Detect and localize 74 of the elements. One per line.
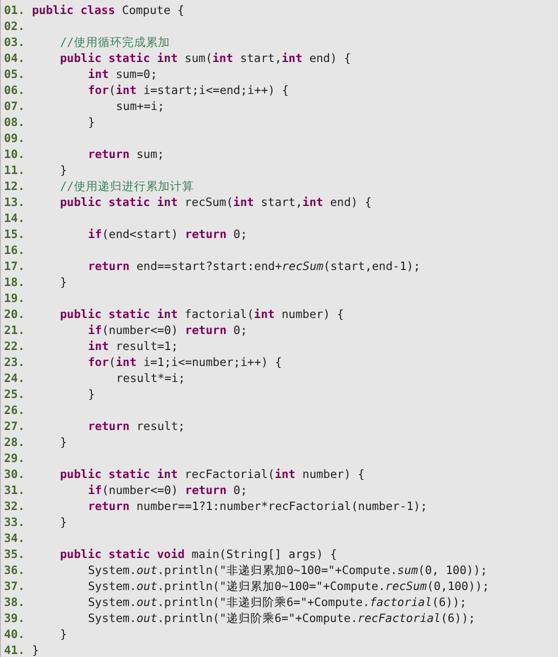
line-number: 09. <box>4 130 26 146</box>
line-number: 11. <box>4 162 26 178</box>
line-number: 08. <box>4 114 26 130</box>
code-line: public static int recSum(int start,int end) { <box>60 195 372 209</box>
line-number: 16. <box>4 242 26 258</box>
line-number: 10. <box>4 146 26 162</box>
line-number: 17. <box>4 258 26 274</box>
line-number: 13. <box>4 194 26 210</box>
code-line: public static int factorial(int number) { <box>60 307 344 321</box>
code-line: } <box>60 163 67 177</box>
code-line: } <box>32 643 39 657</box>
line-number: 39. <box>4 610 26 626</box>
code-line: System.out.println("递归阶乘6="+Compute.recFactorial(6)); <box>88 611 476 625</box>
line-number: 21. <box>4 322 26 338</box>
line-number: 28. <box>4 434 26 450</box>
line-number: 27. <box>4 418 26 434</box>
code-line: public static int recFactorial(int number) { <box>60 467 365 481</box>
code-comment: //使用递归进行累加计算 <box>60 179 194 193</box>
line-number: 04. <box>4 50 26 66</box>
code-line: int sum=0; <box>88 67 158 81</box>
line-number: 36. <box>4 562 26 578</box>
line-number: 38. <box>4 594 26 610</box>
line-number: 15. <box>4 226 26 242</box>
line-number: 34. <box>4 530 26 546</box>
code-line: for(int i=start;i<=end;i++) { <box>88 83 289 97</box>
code-line: System.out.println("递归累加0~100="+Compute.recSum(0,100)); <box>88 579 490 593</box>
code-line: } <box>60 515 67 529</box>
line-number: 31. <box>4 482 26 498</box>
code-line: } <box>88 115 95 129</box>
code-line: } <box>60 275 67 289</box>
line-number: 35. <box>4 546 26 562</box>
line-number: 30. <box>4 466 26 482</box>
code-line: for(int i=1;i<=number;i++) { <box>88 355 282 369</box>
line-number: 26. <box>4 402 26 418</box>
line-number: 02. <box>4 18 26 34</box>
code-line: } <box>88 387 95 401</box>
line-number: 06. <box>4 82 26 98</box>
line-number: 33. <box>4 514 26 530</box>
code-line: if(number<=0) return 0; <box>88 483 248 497</box>
code-line: int result=1; <box>88 339 178 353</box>
line-number: 23. <box>4 354 26 370</box>
code-line: sum+=i; <box>116 99 164 113</box>
line-number: 07. <box>4 98 26 114</box>
code-line: return result; <box>88 419 185 433</box>
code-line: return end==start?start:end+recSum(start,end-1); <box>88 259 420 273</box>
code-line: public static int sum(int start,int end) { <box>60 51 351 65</box>
line-number: 14. <box>4 210 26 226</box>
line-number: 40. <box>4 626 26 642</box>
code-line: } <box>60 627 67 641</box>
line-number: 20. <box>4 306 26 322</box>
code-line: if(end<start) return 0; <box>88 227 248 241</box>
code-line: public class Compute { <box>32 3 184 17</box>
line-number: 03. <box>4 34 26 50</box>
line-number: 24. <box>4 370 26 386</box>
code-line: } <box>60 435 67 449</box>
code-line: return sum; <box>88 147 164 161</box>
code-comment: //使用循环完成累加 <box>60 35 170 49</box>
line-number: 29. <box>4 450 26 466</box>
code-line: if(number<=0) return 0; <box>88 323 248 337</box>
line-number: 01. <box>4 2 26 18</box>
line-number: 22. <box>4 338 26 354</box>
code-line: return number==1?1:number*recFactorial(number-1); <box>88 499 428 513</box>
code-line: System.out.println("非递归累加0~100="+Compute.sum(0, 100)); <box>88 563 488 577</box>
code-line: public static void main(String[] args) { <box>60 547 337 561</box>
line-number: 12. <box>4 178 26 194</box>
line-number: 41. <box>4 642 26 657</box>
line-number: 18. <box>4 274 26 290</box>
code-line: result*=i; <box>116 371 186 385</box>
line-number: 37. <box>4 578 26 594</box>
line-number: 25. <box>4 386 26 402</box>
line-number: 05. <box>4 66 26 82</box>
line-number: 19. <box>4 290 26 306</box>
code-line: System.out.println("非递归阶乘6="+Compute.factorial(6)); <box>88 595 467 609</box>
line-number: 32. <box>4 498 26 514</box>
